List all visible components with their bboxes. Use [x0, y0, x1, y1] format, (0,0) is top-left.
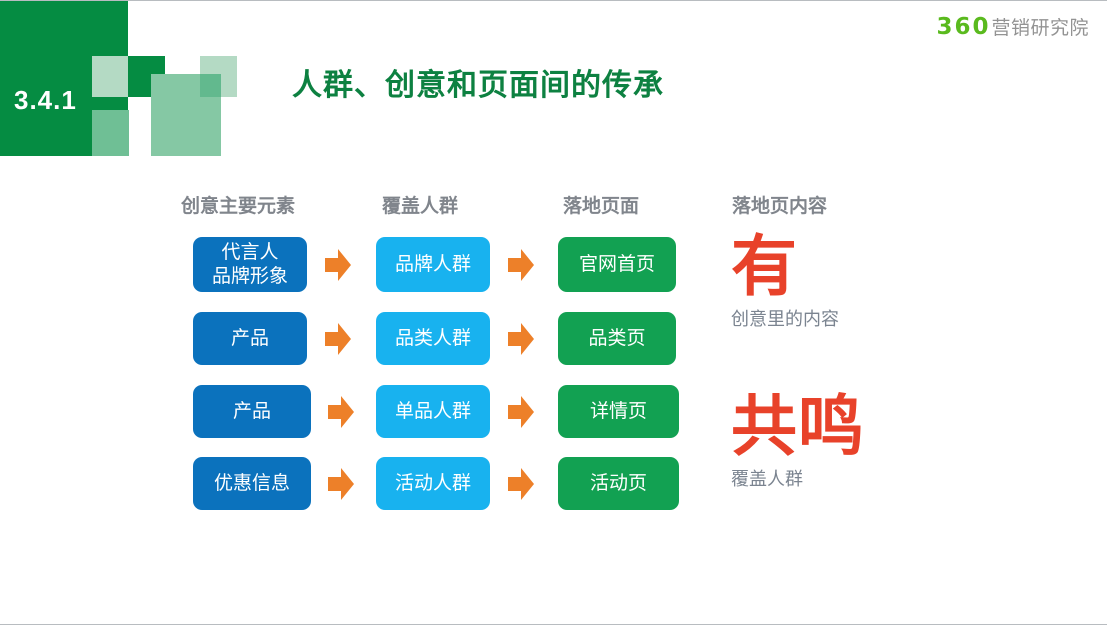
node-page-1[interactable]: 官网首页: [558, 237, 676, 292]
node-creative-4[interactable]: 优惠信息: [193, 457, 311, 510]
arrow-right-icon-r2c1: [325, 322, 351, 356]
node-creative-2[interactable]: 产品: [193, 312, 307, 365]
node-audience-3[interactable]: 单品人群: [376, 385, 490, 438]
arrow-right-icon-r3c2: [508, 395, 534, 429]
emphasis-big-text-2: 共鸣: [731, 389, 865, 463]
page-title: 人群、创意和页面间的传承: [292, 69, 664, 102]
arrow-right-icon-r1c2: [508, 248, 534, 282]
logo-mark-360: 360: [936, 14, 991, 40]
emphasis-block-2: 共鸣 覆盖人群: [731, 393, 865, 491]
arrow-right-icon-r4c1: [328, 467, 354, 501]
node-audience-4[interactable]: 活动人群: [376, 457, 490, 510]
column-header-creative-elements: 创意主要元素: [181, 196, 296, 217]
node-page-2[interactable]: 品类页: [558, 312, 676, 365]
column-header-landing-page: 落地页面: [563, 196, 640, 217]
column-header-audience: 覆盖人群: [382, 196, 459, 217]
node-audience-1[interactable]: 品牌人群: [376, 237, 490, 292]
arrow-right-icon-r3c1: [328, 395, 354, 429]
emphasis-big-text-1: 有: [731, 229, 798, 303]
brand-logo: 360 营销研究院: [936, 13, 1089, 40]
node-creative-1[interactable]: 代言人 品牌形象: [193, 237, 307, 292]
logo-name-text: 营销研究院: [991, 18, 1089, 39]
emphasis-block-1: 有 创意里的内容: [731, 233, 839, 331]
deco-square-mid-3: [200, 74, 221, 97]
section-number: 3.4.1: [14, 85, 77, 115]
node-page-4[interactable]: 活动页: [558, 457, 679, 510]
emphasis-sub-text-2: 覆盖人群: [731, 469, 803, 489]
deco-square-mid-1: [92, 110, 129, 156]
column-header-landing-content: 落地页内容: [732, 196, 828, 217]
node-audience-2[interactable]: 品类人群: [376, 312, 490, 365]
node-page-3[interactable]: 详情页: [558, 385, 679, 438]
node-creative-3[interactable]: 产品: [193, 385, 311, 438]
arrow-right-icon-r1c1: [325, 248, 351, 282]
emphasis-sub-text-1: 创意里的内容: [731, 309, 839, 329]
arrow-right-icon-r2c2: [508, 322, 534, 356]
arrow-right-icon-r4c2: [508, 467, 534, 501]
